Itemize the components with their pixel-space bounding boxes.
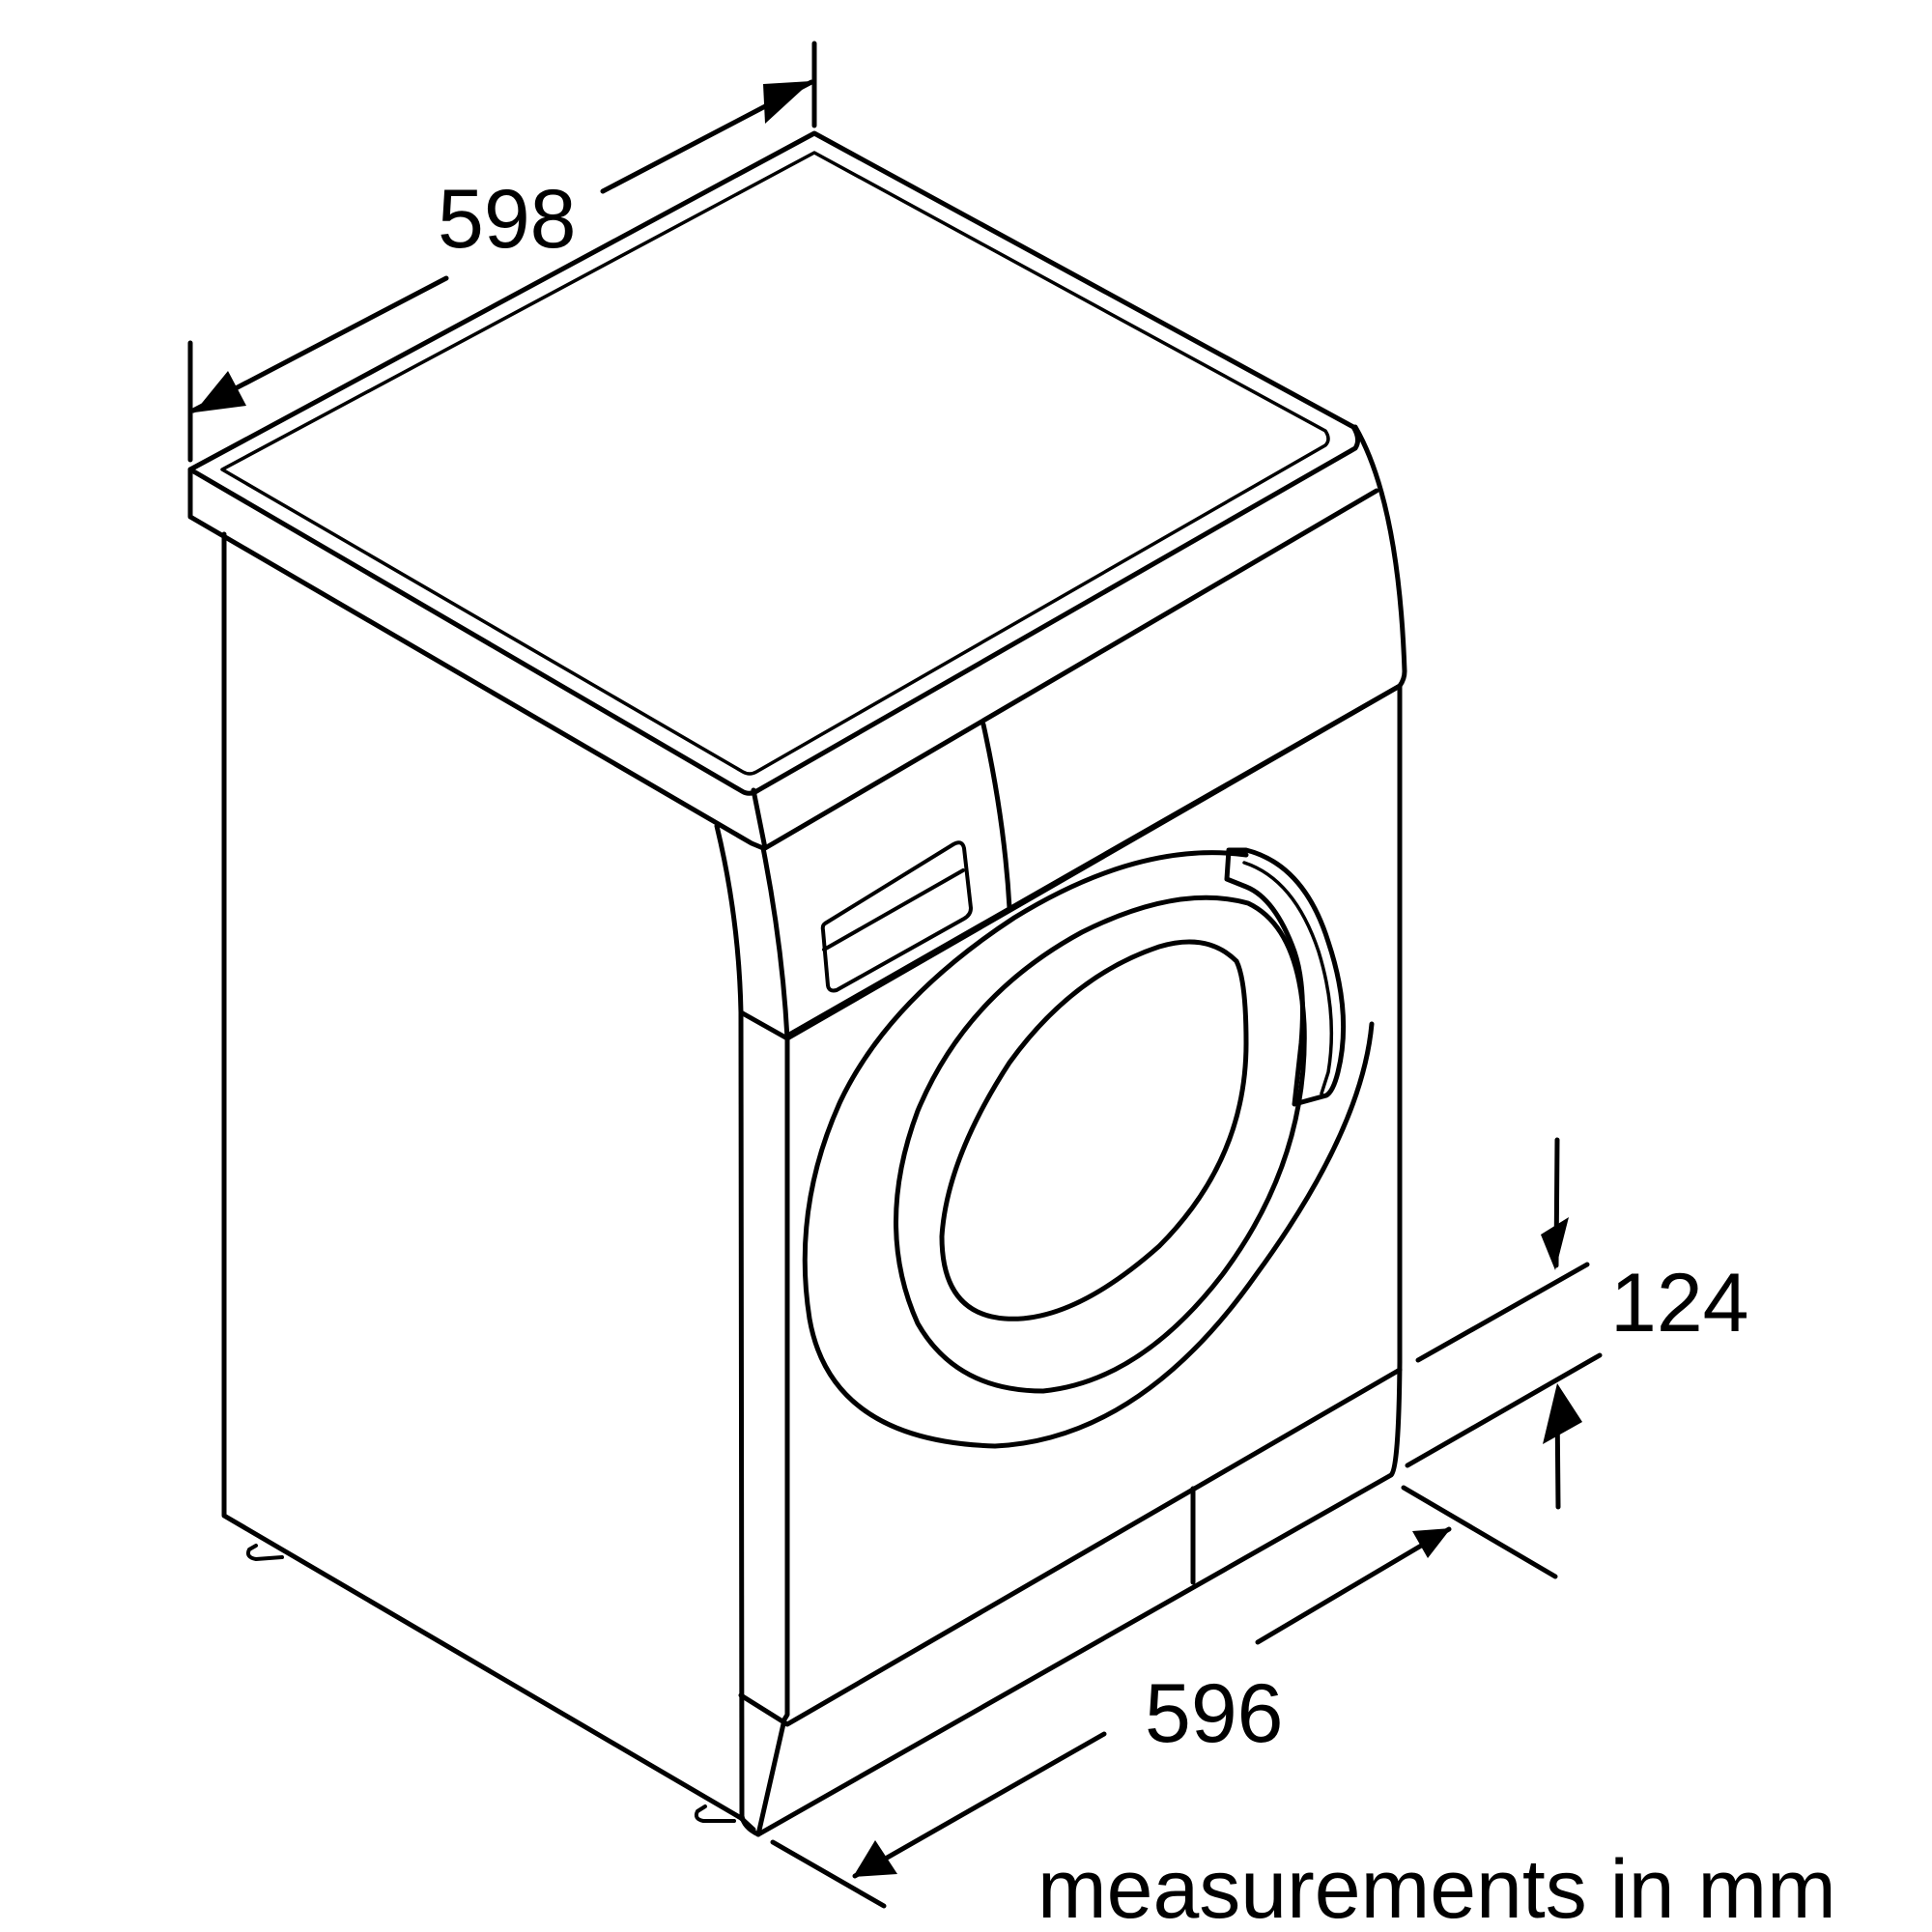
plinth-arrowhead-top [1541, 1217, 1569, 1270]
width-arrowhead-right [1412, 1528, 1451, 1558]
depth-arrowhead-left [194, 371, 246, 412]
door-outer-ring [802, 850, 1375, 1449]
front-left-corner-line [755, 845, 790, 1837]
right-curved-edge [786, 424, 1407, 1037]
width-dimension-line-left [852, 1731, 1107, 1879]
front-left-curved-edge [714, 823, 761, 1837]
depth-arrowhead-right [763, 81, 811, 124]
detergent-drawer-handle-line [822, 868, 965, 952]
top-rim-right [751, 488, 1379, 851]
width-extension-line-right [1401, 1485, 1558, 1579]
width-extension-line-left [770, 1839, 887, 1909]
door-middle-ring [894, 895, 1307, 1394]
plinth-dimension-label: 124 [1610, 1257, 1749, 1350]
width-arrowhead-left [853, 1840, 897, 1877]
door-handle [1224, 847, 1347, 1107]
control-panel-divider [980, 722, 1012, 911]
depth-dimension-label: 598 [438, 173, 577, 266]
foot-front [694, 1804, 736, 1823]
plinth-top-edge [738, 1367, 1403, 1727]
left-side-panel [221, 531, 756, 1833]
foot-left [245, 1544, 284, 1561]
door-glass [939, 939, 1249, 1321]
plinth-arrowhead-bottom [1543, 1383, 1582, 1444]
plinth-extension-line-bottom [1405, 1352, 1603, 1468]
top-lid-inner-outline [220, 151, 1330, 776]
top-rim-left [187, 467, 766, 851]
width-dimension-line-right [1255, 1526, 1452, 1645]
width-dimension-label: 596 [1145, 1667, 1284, 1760]
plinth-extension-line-top [1415, 1262, 1590, 1363]
measurement-unit-caption: measurements in mm [1037, 1843, 1836, 1932]
front-panel [738, 683, 1403, 1837]
detergent-drawer [820, 840, 973, 993]
door-handle-inner [1242, 861, 1334, 1095]
top-lid-outline [187, 130, 1361, 796]
